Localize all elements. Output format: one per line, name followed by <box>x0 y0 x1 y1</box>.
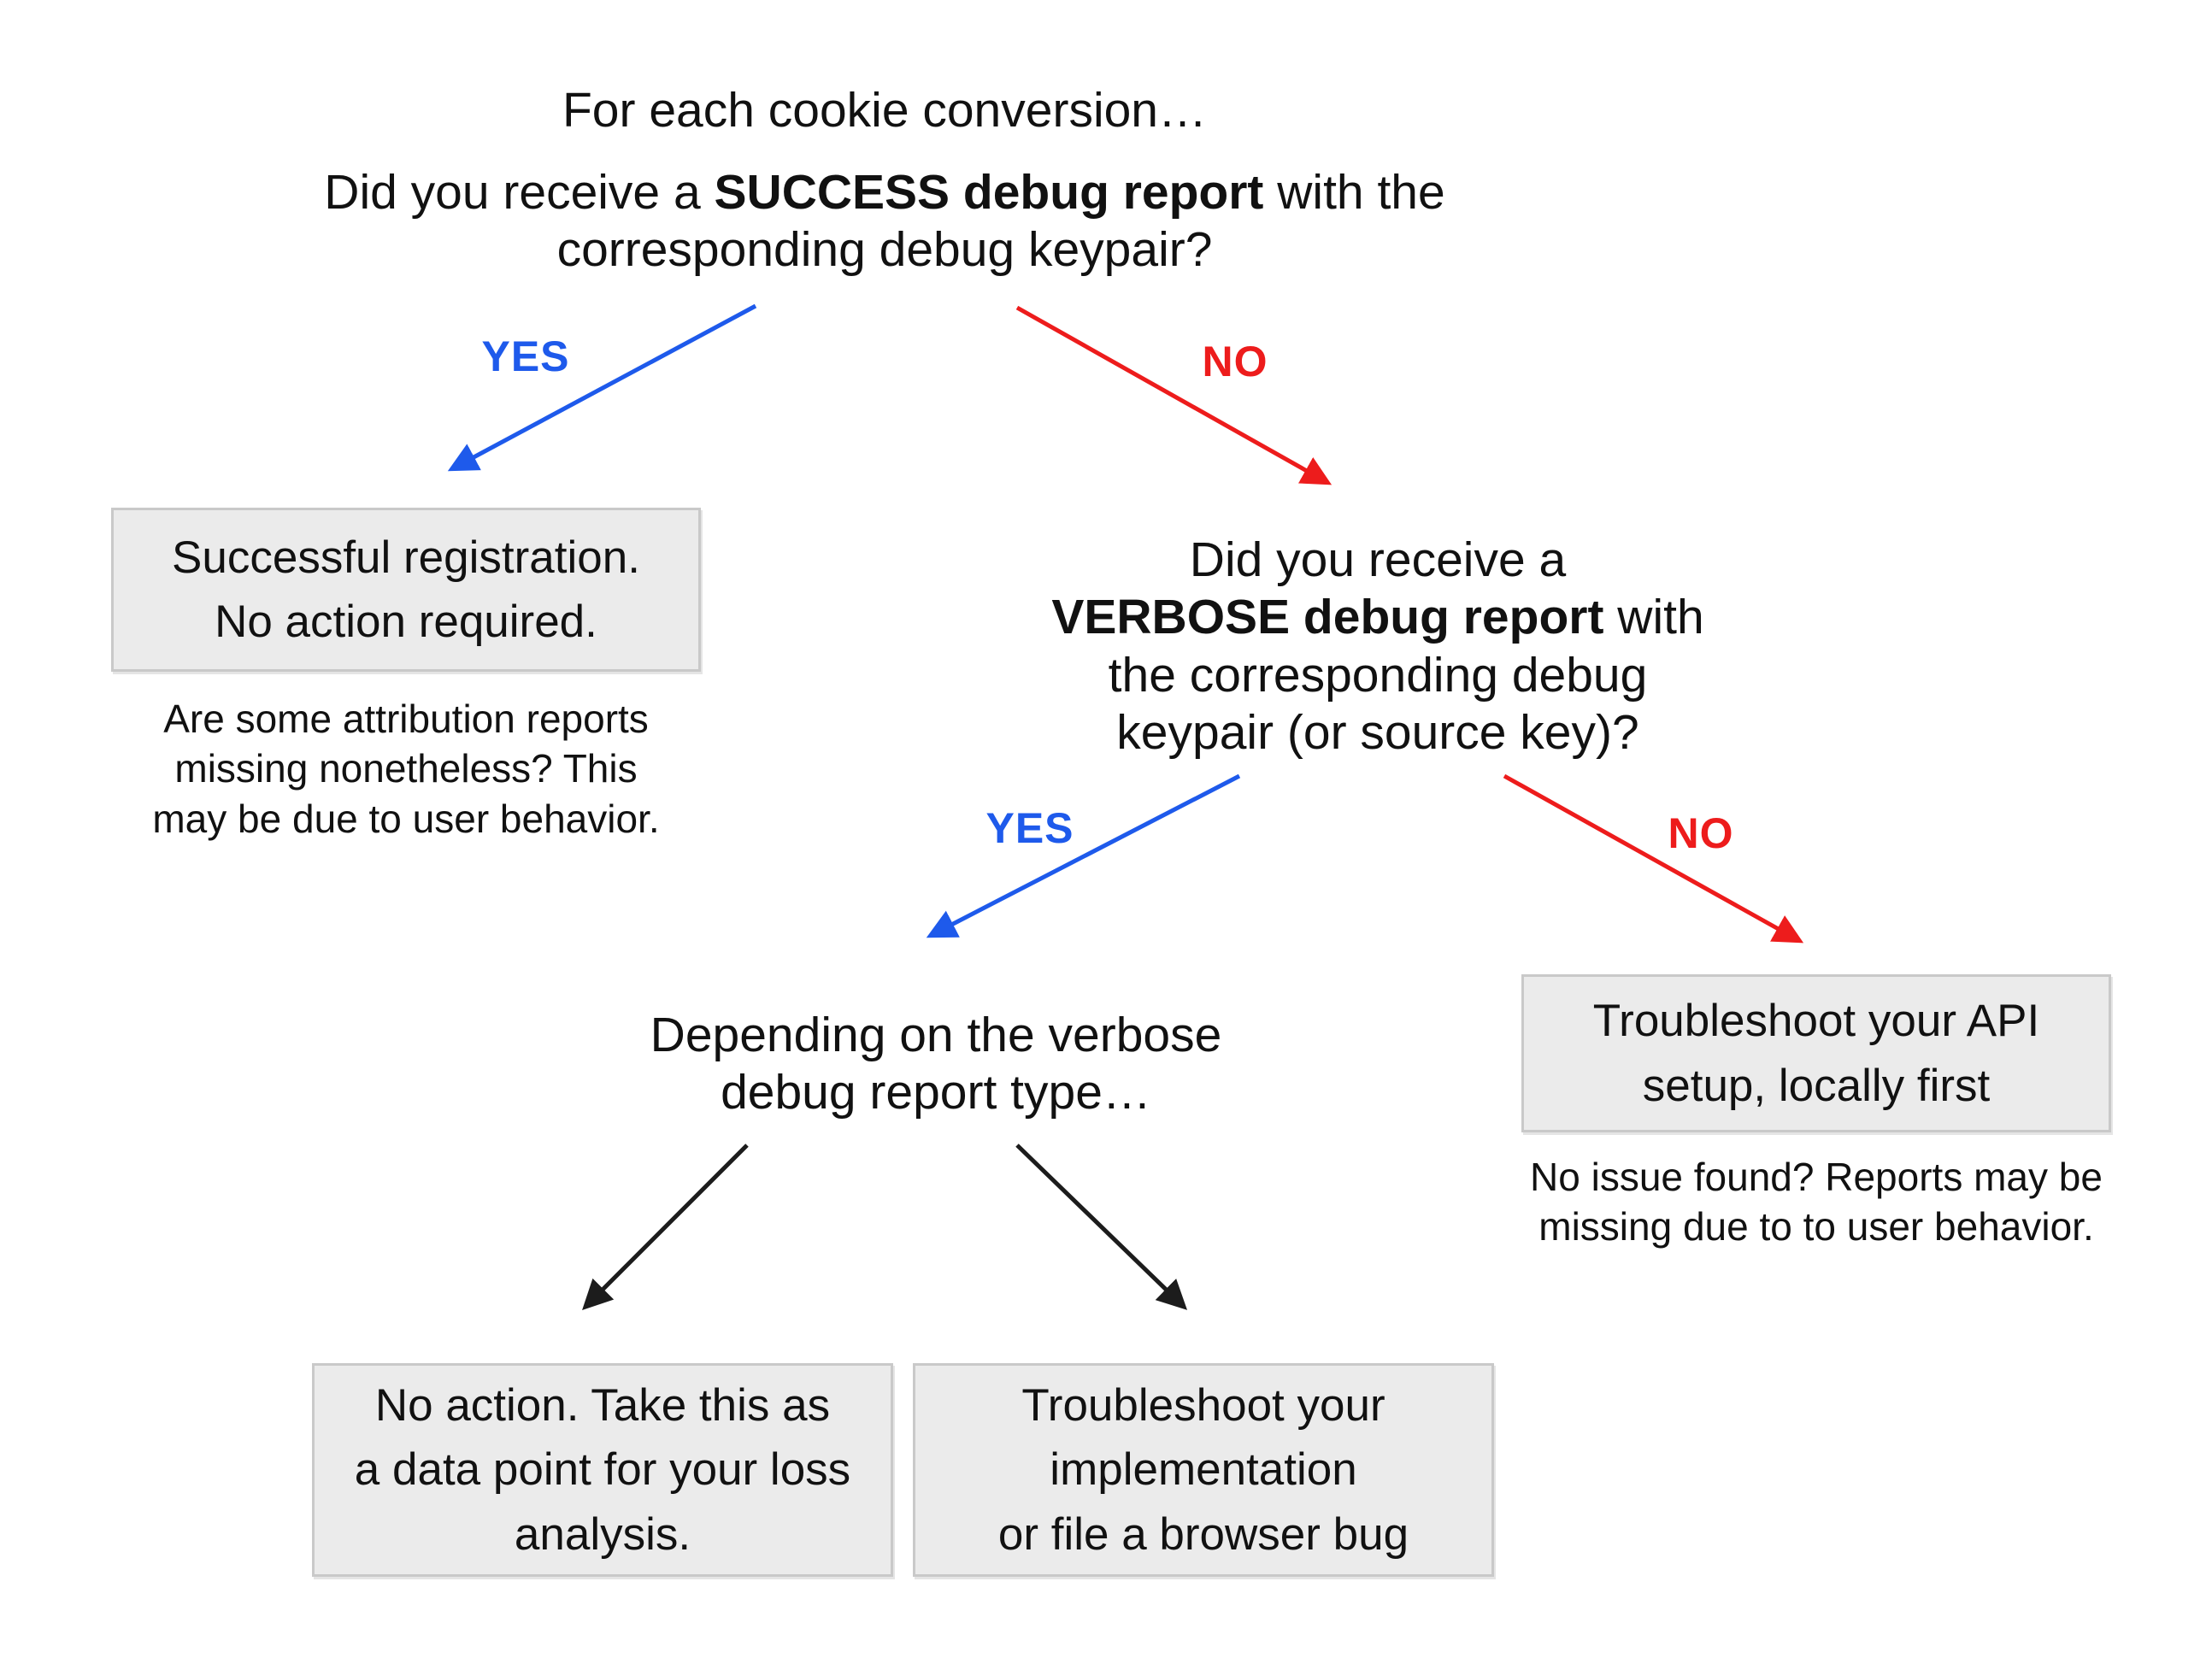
verbose-right-arrow <box>1015 1144 1188 1310</box>
verbose-left-arrow <box>582 1144 749 1310</box>
implementation-troubleshoot-box: Troubleshoot your implementation or file… <box>913 1363 1494 1577</box>
question-2-line-3: the corresponding debug <box>1108 647 1648 703</box>
question-2-line-1: Did you receive a <box>1189 532 1567 587</box>
q1-text-pre: Did you receive a <box>324 165 715 220</box>
success-note: Are some attribution reports missing non… <box>152 697 660 841</box>
q2-text-bold: VERBOSE debug report <box>1051 590 1604 645</box>
question-1-line-2: corresponding debug keypair? <box>556 222 1213 278</box>
q2-no-label: NO <box>1668 809 1734 857</box>
question-2-line-4: keypair (or source key)? <box>1116 704 1639 760</box>
question-2-line-2: VERBOSE debug report with <box>1019 589 1737 646</box>
q1-yes-label: YES <box>481 332 570 380</box>
intro-title: For each cookie conversion… <box>562 83 1208 138</box>
q2-yes-arrow <box>926 773 1241 938</box>
q1-text-post: with the <box>1263 165 1445 220</box>
q2-no-arrow <box>1503 773 1804 944</box>
api-note: No issue found? Reports may be missing d… <box>1530 1155 2103 1249</box>
q1-text-bold: SUCCESS debug report <box>714 165 1264 220</box>
loss-analysis-box: No action. Take this as a data point for… <box>312 1363 893 1577</box>
q2-text-post: with <box>1603 590 1704 645</box>
q1-no-arrow <box>1015 305 1332 485</box>
verbose-branch-text: Depending on the verbose debug report ty… <box>650 1008 1222 1120</box>
question-success-report: Did you receive a SUCCESS debug report w… <box>244 164 1526 279</box>
success-registration-box: Successful registration. No action requi… <box>111 508 701 672</box>
q2-yes-label: YES <box>985 804 1074 852</box>
q1-yes-arrow <box>447 303 757 472</box>
q1-no-label: NO <box>1202 338 1268 385</box>
api-troubleshoot-box: Troubleshoot your API setup, locally fir… <box>1521 974 2111 1132</box>
question-1-line-1: Did you receive a SUCCESS debug report w… <box>244 164 1526 221</box>
question-verbose-report: Did you receive a VERBOSE debug report w… <box>1019 532 1737 761</box>
